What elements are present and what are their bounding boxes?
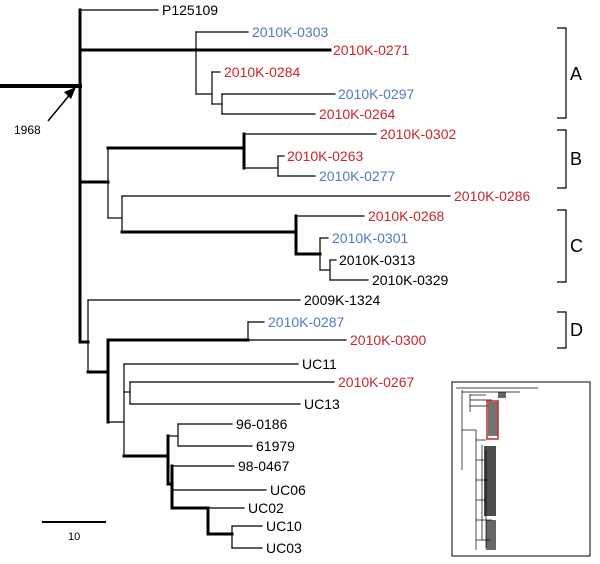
- leaf-label: 2010K-0271: [333, 42, 410, 58]
- leaf-label: 2010K-0300: [350, 332, 427, 348]
- leaf-label: 2010K-0329: [372, 272, 449, 288]
- leaf-label: 2010K-0303: [252, 24, 329, 40]
- leaf-label: 2009K-1324: [304, 292, 381, 308]
- clade-bracket-b: [557, 129, 567, 189]
- leaf-label: 2010K-0302: [380, 126, 457, 142]
- leaf-label: 96-0186: [236, 416, 288, 432]
- leaf-label: 61979: [256, 438, 295, 454]
- leaf-label: 2010K-0301: [332, 230, 409, 246]
- inset-overview-tree: [451, 381, 591, 557]
- scale-bar-label: 10: [68, 531, 80, 543]
- clade-label-a: A: [570, 64, 582, 84]
- leaf-label: 2010K-0264: [319, 106, 396, 122]
- clade-label-d: D: [570, 320, 583, 340]
- inset-leaf-cluster: [484, 392, 506, 550]
- inset-frame: [451, 381, 591, 557]
- arrow-icon: [47, 87, 76, 122]
- inset-highlight-box: [486, 400, 499, 440]
- leaf-labels: P125109 2010K-0303 2010K-0271 2010K-0284…: [162, 2, 531, 556]
- clade-brackets: [557, 27, 567, 349]
- leaf-label: 2010K-0268: [368, 208, 445, 224]
- leaf-label: P125109: [162, 2, 218, 18]
- clade-label-b: B: [570, 149, 582, 169]
- leaf-label: 2010K-0297: [338, 86, 415, 102]
- year-annotation: 1968: [14, 123, 41, 137]
- clade-bracket-a: [557, 27, 567, 119]
- leaf-label: 2010K-0286: [454, 188, 531, 204]
- leaf-label: 2010K-0284: [224, 64, 301, 80]
- leaf-label: 2010K-0267: [338, 374, 415, 390]
- leaf-label: 2010K-0313: [339, 252, 416, 268]
- leaf-label: UC13: [304, 396, 340, 412]
- leaf-label: 98-0467: [238, 458, 290, 474]
- clade-bracket-d: [557, 311, 567, 349]
- leaf-label: 2010K-0263: [287, 148, 364, 164]
- clade-bracket-c: [557, 209, 567, 283]
- leaf-label: UC02: [248, 500, 284, 516]
- leaf-label: 2010K-0287: [268, 314, 345, 330]
- leaf-label: UC03: [266, 540, 302, 556]
- leaf-label: UC11: [302, 356, 337, 372]
- leaf-label: 2010K-0277: [319, 168, 396, 184]
- leaf-label: UC06: [270, 482, 306, 498]
- tree-branches: [0, 8, 451, 549]
- leaf-label: UC10: [266, 518, 302, 534]
- clade-label-c: C: [570, 236, 583, 256]
